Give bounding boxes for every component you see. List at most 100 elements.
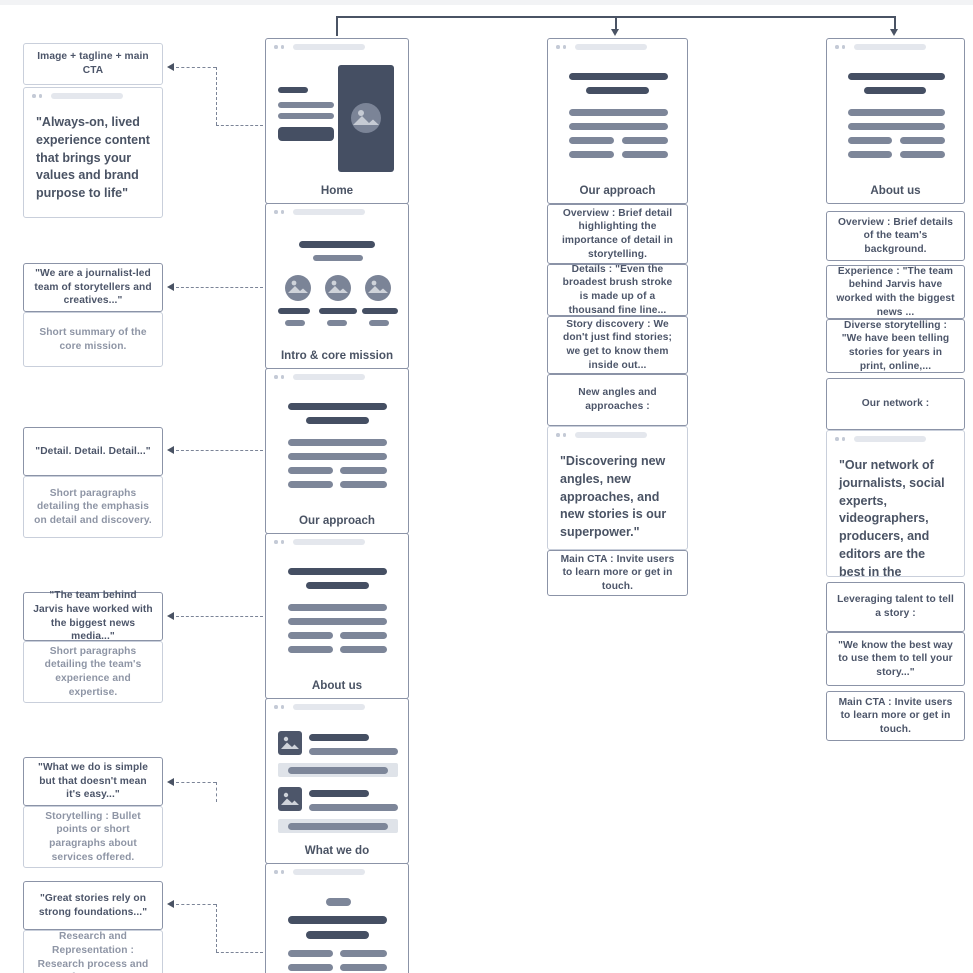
- about-quote-card[interactable]: "Our network of journalists, social expe…: [826, 430, 965, 596]
- wireframe-body: About us: [266, 550, 408, 698]
- section-subheading-bar: [306, 417, 369, 424]
- wireframe-caption: Home: [320, 184, 354, 197]
- annotation-arrow-4: [167, 612, 174, 620]
- annotation-connector-3: [176, 450, 263, 451]
- wireframe-screen-home[interactable]: Home: [265, 38, 409, 204]
- section-heading-bar: [288, 568, 387, 575]
- annotation-sub-card[interactable]: Short paragraphs detailing the emphasis …: [23, 476, 163, 538]
- annotation-label-card[interactable]: "Great stories rely on strong foundation…: [23, 881, 163, 930]
- annotation-quote-text: "Always-on, lived experience content tha…: [36, 115, 150, 200]
- list-item-text-bar: [309, 748, 398, 755]
- window-dot-icon: [274, 870, 278, 874]
- wireframe-screen-what-we-do[interactable]: What we do: [265, 698, 409, 864]
- card-chrome: [548, 39, 687, 55]
- section-subheading-bar: [306, 582, 369, 589]
- about-detail-card[interactable]: Experience : "The team behind Jarvis hav…: [826, 265, 965, 319]
- paragraph-bar: [848, 151, 892, 158]
- annotation-arrow-2: [167, 283, 174, 291]
- annotation-arrow-3: [167, 446, 174, 454]
- annotation-connector-1c: [216, 125, 263, 126]
- annotation-sub-card[interactable]: Storytelling : Bullet points or short pa…: [23, 806, 163, 868]
- approach-detail-text: Details : "Even the broadest brush strok…: [562, 263, 673, 316]
- eyebrow-bar: [326, 898, 351, 906]
- wireframe-body: Our approach: [548, 55, 687, 203]
- wireframe-caption: About us: [870, 184, 921, 197]
- wireframe-body: Our approach: [266, 385, 408, 533]
- avatar-placeholder: [365, 275, 391, 301]
- window-dot-icon: [280, 375, 284, 379]
- connector-branch-home: [336, 16, 338, 36]
- approach-quote-text: "Discovering new angles, new approaches,…: [560, 454, 667, 539]
- paragraph-bar: [288, 467, 333, 474]
- window-dot-icon: [556, 45, 560, 49]
- list-item-title-bar: [309, 790, 369, 797]
- annotation-sub-card[interactable]: Short paragraphs detailing the team's ex…: [23, 641, 163, 703]
- hero-text-bar: [278, 102, 334, 108]
- card-meta-bar: [327, 320, 347, 326]
- section-heading-bar: [569, 73, 668, 80]
- about-detail-card[interactable]: Our network :: [826, 378, 965, 430]
- about-detail-card[interactable]: Diverse storytelling : "We have been tel…: [826, 319, 965, 373]
- annotation-label-card[interactable]: "What we do is simple but that doesn't m…: [23, 757, 163, 806]
- annotation-sub-text: Storytelling : Bullet points or short pa…: [45, 810, 141, 863]
- about-screen-wireframe[interactable]: About us: [826, 38, 965, 204]
- window-dot-icon: [835, 45, 839, 49]
- approach-cta-card[interactable]: Main CTA : Invite users to learn more or…: [547, 550, 688, 596]
- about-detail-card[interactable]: "We know the best way to use them to tel…: [826, 632, 965, 686]
- approach-screen-wireframe[interactable]: Our approach: [547, 38, 688, 204]
- annotation-sub-card[interactable]: Short summary of the core mission.: [23, 312, 163, 367]
- annotation-quote-card[interactable]: "Always-on, lived experience content tha…: [23, 87, 163, 218]
- approach-detail-card[interactable]: Details : "Even the broadest brush strok…: [547, 264, 688, 316]
- hero-image-panel: [338, 65, 394, 172]
- card-chrome: [266, 204, 408, 220]
- wireframe-caption: Our approach: [579, 184, 656, 197]
- section-heading-bar: [848, 73, 945, 80]
- annotation-sub-text: Short paragraphs detailing the emphasis …: [34, 487, 152, 526]
- approach-detail-card[interactable]: Overview : Brief detail highlighting the…: [547, 204, 688, 264]
- annotation-sub-card[interactable]: Research and Representation : Research p…: [23, 930, 163, 973]
- section-subheading-bar: [313, 255, 363, 261]
- url-pill: [854, 436, 926, 442]
- about-cta-card[interactable]: Main CTA : Invite users to learn more or…: [826, 691, 965, 741]
- about-detail-text: Our network :: [861, 398, 930, 410]
- approach-detail-text: New angles and approaches :: [578, 387, 657, 412]
- about-detail-card[interactable]: Overview : Brief details of the team's b…: [826, 211, 965, 261]
- paragraph-bar: [340, 950, 387, 957]
- image-placeholder-icon: [328, 280, 348, 293]
- list-thumbnail: [278, 731, 302, 755]
- annotation-label-card[interactable]: "The team behind Jarvis have worked with…: [23, 590, 163, 642]
- connector-arrow-about: [890, 29, 898, 36]
- section-subheading-bar: [306, 931, 369, 939]
- approach-detail-card[interactable]: New angles and approaches :: [547, 374, 688, 426]
- wireframe-screen-about-us[interactable]: About us: [265, 533, 409, 699]
- paragraph-bar: [340, 481, 387, 488]
- window-dot-icon: [274, 45, 278, 49]
- card-chrome: [266, 699, 408, 715]
- wireframe-screen-our-approach[interactable]: Our approach: [265, 368, 409, 534]
- approach-quote-card[interactable]: "Discovering new angles, new approaches,…: [547, 426, 688, 550]
- paragraph-bar: [288, 604, 387, 611]
- card-chrome: [827, 431, 964, 447]
- wireframe-screen-partial[interactable]: [265, 863, 409, 973]
- hero-cta-button[interactable]: [278, 127, 334, 141]
- wireframe-screen-intro[interactable]: Intro & core mission: [265, 203, 409, 369]
- wireframe-body: [266, 880, 408, 973]
- url-pill: [51, 93, 123, 99]
- card-chrome: [266, 369, 408, 385]
- paragraph-bar: [848, 109, 945, 116]
- annotation-connector-6b: [216, 904, 217, 952]
- paragraph-bar: [340, 646, 387, 653]
- annotation-label-card[interactable]: "We are a journalist-led team of storyte…: [23, 263, 163, 312]
- approach-detail-card[interactable]: Story discovery : We don't just find sto…: [547, 316, 688, 374]
- annotation-sub-text: Research and Representation : Research p…: [37, 931, 149, 973]
- annotation-arrow-6: [167, 900, 174, 908]
- wireframe-body: Home: [266, 55, 408, 203]
- annotation-connector-4: [176, 616, 263, 617]
- top-edge-strip: [0, 0, 973, 5]
- avatar-placeholder: [325, 275, 351, 301]
- list-thumbnail: [278, 787, 302, 811]
- annotation-label-card[interactable]: "Detail. Detail. Detail...": [23, 427, 163, 476]
- annotation-label-text: "Detail. Detail. Detail...": [35, 445, 151, 457]
- annotation-label-card[interactable]: Image + tagline + main CTA: [23, 43, 163, 85]
- about-detail-card[interactable]: Leveraging talent to tell a story :: [826, 582, 965, 632]
